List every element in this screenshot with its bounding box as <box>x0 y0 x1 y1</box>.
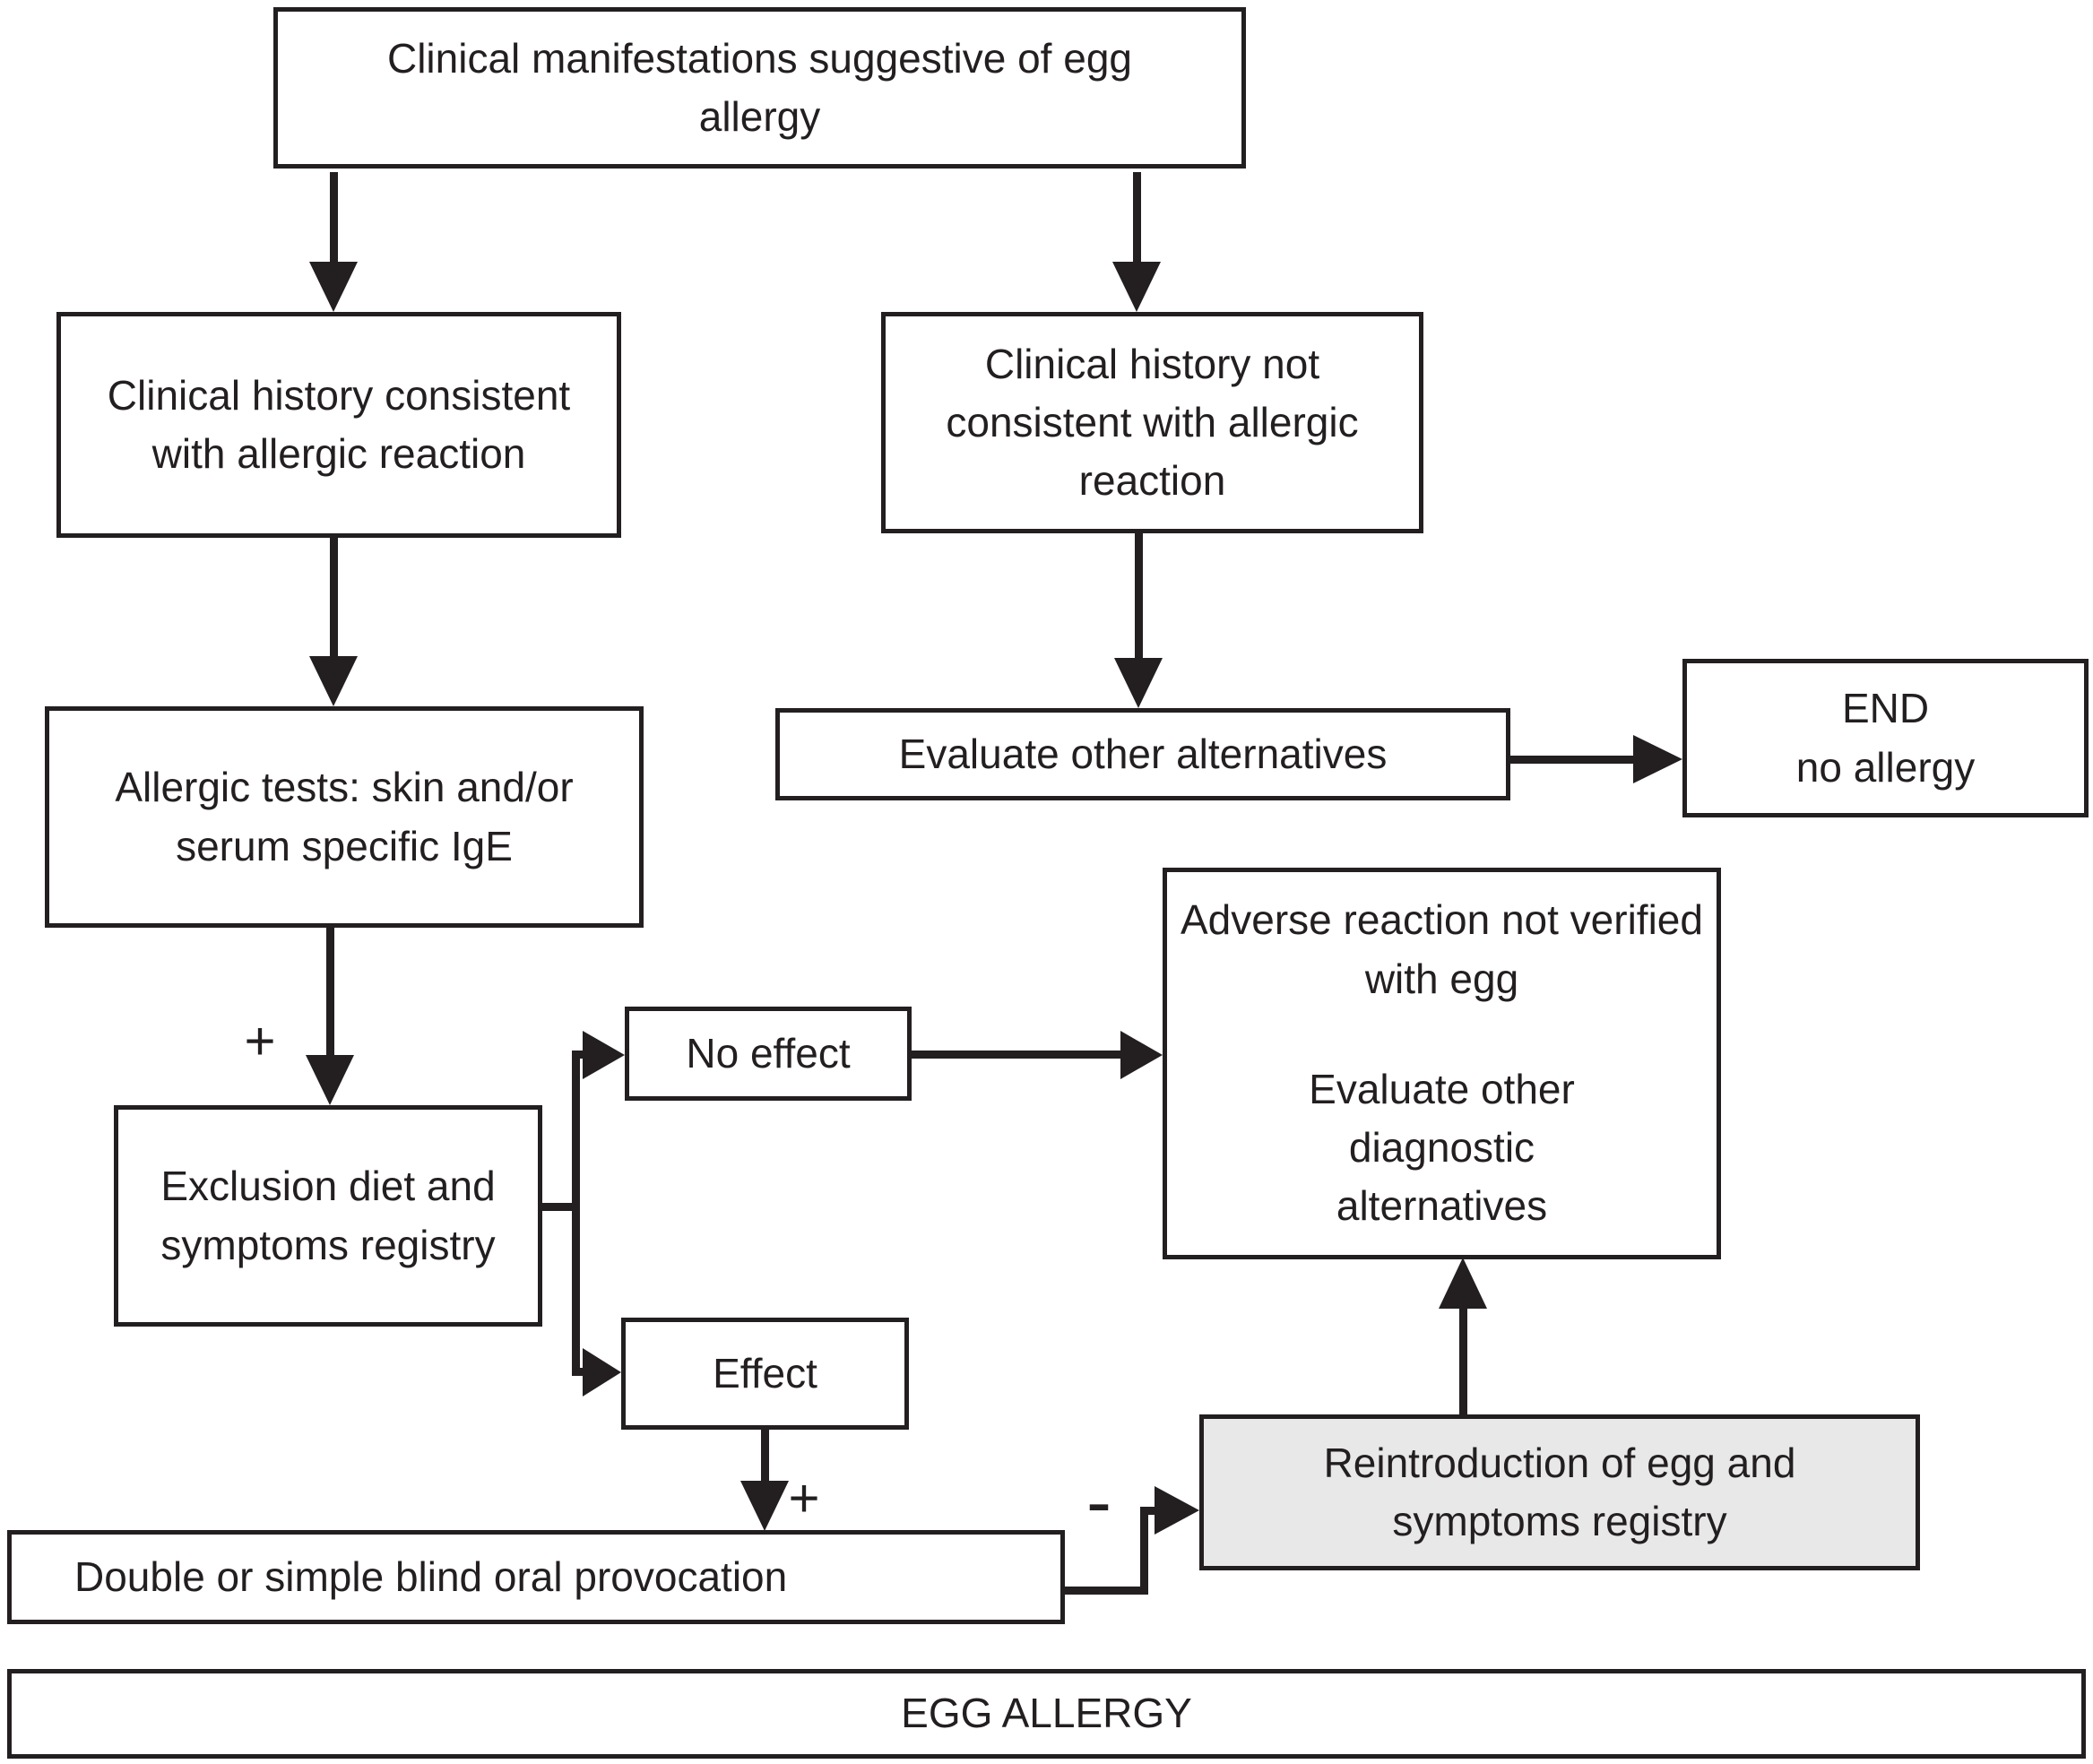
node-adverse-reaction: Adverse reaction not verified with egg E… <box>1163 868 1721 1259</box>
arrow-manifestations-to-history-consistent-shaft <box>330 172 338 265</box>
node-end-label: END <box>1841 685 1930 732</box>
node-adverse-reaction-para2: Evaluate other diagnostic alternatives <box>1309 1065 1575 1230</box>
node-oral-provocation: Double or simple blind oral provocation <box>7 1530 1065 1624</box>
node-evaluate-alternatives-label: Evaluate other alternatives <box>898 730 1388 777</box>
arrow-history-not-consistent-to-evaluate-shaft <box>1135 533 1143 660</box>
arrow-reintroduction-to-adverse-head <box>1439 1258 1487 1309</box>
node-exclusion-diet-label: Exclusion diet and symptoms registry <box>160 1163 496 1268</box>
edge-label-tests-positive: + <box>244 1010 276 1071</box>
node-end-sublabel: no allergy <box>1795 743 1976 791</box>
node-allergic-tests: Allergic tests: skin and/or serum specif… <box>45 706 644 928</box>
node-reintroduction-label: Reintroduction of egg and symptoms regis… <box>1323 1439 1796 1544</box>
arrow-evaluate-to-end-head <box>1633 735 1682 783</box>
arrow-exclusion-to-no-effect-head <box>583 1031 625 1079</box>
arrow-history-not-consistent-to-evaluate-head <box>1114 658 1163 708</box>
arrow-exclusion-to-effect-head <box>583 1348 621 1396</box>
edge-label-provocation-negative: - <box>1086 1458 1111 1544</box>
node-no-effect-label: No effect <box>686 1029 851 1077</box>
arrow-manifestations-to-history-not-consistent-head <box>1112 262 1161 312</box>
node-history-consistent-label: Clinical history consistent with allergi… <box>107 371 571 477</box>
arrow-history-consistent-to-tests-head <box>309 656 358 706</box>
arrow-manifestations-to-history-not-consistent-shaft <box>1133 172 1141 265</box>
node-no-effect: No effect <box>625 1007 912 1101</box>
node-clinical-manifestations: Clinical manifestations suggestive of eg… <box>273 7 1246 169</box>
connector-provocation-top-stub <box>1140 1507 1155 1515</box>
connector-to-effect-stub <box>572 1368 584 1376</box>
node-oral-provocation-label: Double or simple blind oral provocation <box>74 1552 788 1600</box>
arrow-tests-to-exclusion-shaft <box>326 928 334 1057</box>
connector-exclusion-vertical <box>572 1051 580 1375</box>
connector-to-no-effect-stub <box>572 1051 584 1059</box>
node-egg-allergy-label: EGG ALLERGY <box>901 1690 1192 1737</box>
node-end-no-allergy: END no allergy <box>1682 659 2089 817</box>
node-evaluate-alternatives: Evaluate other alternatives <box>775 708 1510 800</box>
node-history-not-consistent: Clinical history not consistent with all… <box>881 312 1423 533</box>
connector-provocation-vertical <box>1140 1507 1148 1595</box>
node-effect-label: Effect <box>713 1349 817 1396</box>
node-effect: Effect <box>621 1318 909 1430</box>
arrow-history-consistent-to-tests-shaft <box>330 538 338 660</box>
node-history-not-consistent-label: Clinical history not consistent with all… <box>946 340 1359 505</box>
arrow-no-effect-to-adverse-head <box>1120 1031 1163 1079</box>
arrow-reintroduction-to-adverse-shaft <box>1459 1309 1467 1414</box>
connector-provocation-stub <box>1065 1587 1148 1595</box>
arrow-no-effect-to-adverse-shaft <box>912 1051 1122 1059</box>
arrow-effect-to-provocation-head <box>740 1481 789 1531</box>
node-egg-allergy: EGG ALLERGY <box>7 1669 2086 1759</box>
node-exclusion-diet: Exclusion diet and symptoms registry <box>114 1105 542 1327</box>
node-clinical-manifestations-label: Clinical manifestations suggestive of eg… <box>386 34 1132 140</box>
edge-label-effect-positive: + <box>788 1467 820 1528</box>
arrow-evaluate-to-end-shaft <box>1510 756 1633 764</box>
arrow-effect-to-provocation-shaft <box>761 1430 769 1484</box>
node-reintroduction: Reintroduction of egg and symptoms regis… <box>1199 1414 1920 1570</box>
arrow-manifestations-to-history-consistent-head <box>309 262 358 312</box>
connector-exclusion-stub <box>542 1203 578 1211</box>
node-allergic-tests-label: Allergic tests: skin and/or serum specif… <box>115 764 574 869</box>
node-history-consistent: Clinical history consistent with allergi… <box>56 312 621 538</box>
node-adverse-reaction-para1: Adverse reaction not verified with egg <box>1181 896 1703 1002</box>
arrow-provocation-to-reintroduction-head <box>1155 1486 1199 1535</box>
arrow-tests-to-exclusion-head <box>306 1055 354 1105</box>
